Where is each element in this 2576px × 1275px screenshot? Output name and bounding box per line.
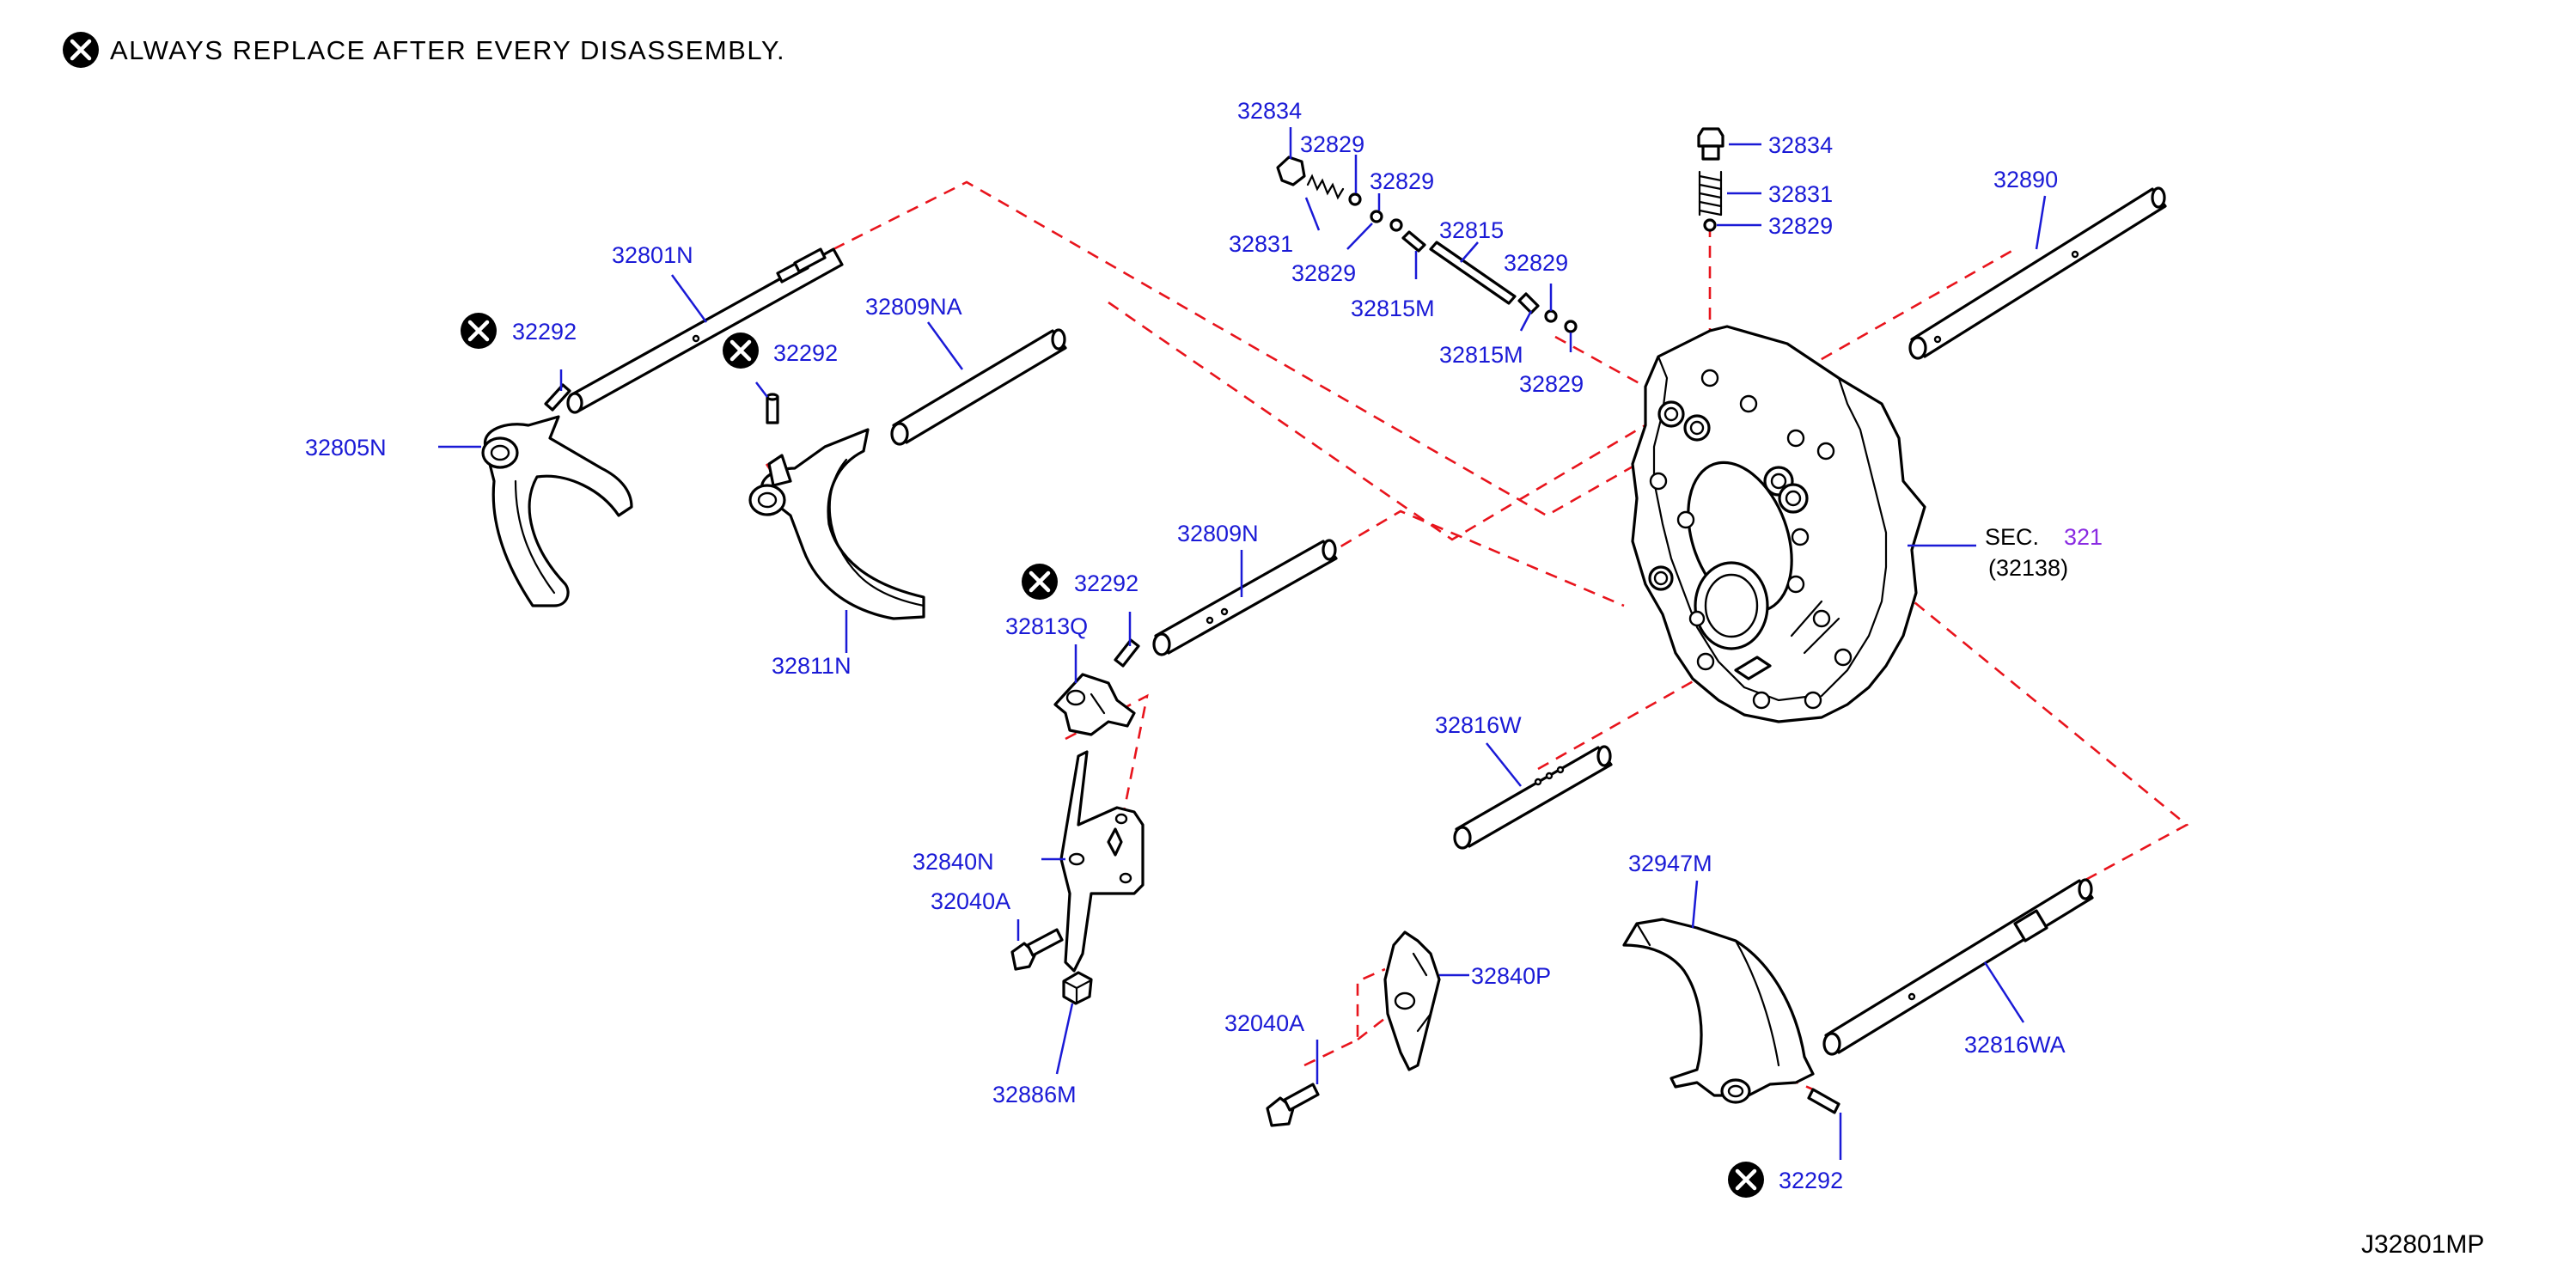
- part-32834-plug-1: [1276, 156, 1306, 186]
- label-32815M-1: 32815M: [1351, 296, 1435, 321]
- part-32831-spring-1: [1306, 174, 1345, 200]
- section-prefix: SEC.: [1985, 524, 2039, 550]
- part-32292-pin-1: [544, 383, 571, 412]
- label-32811N: 32811N: [772, 653, 852, 679]
- part-32805N-fork: [481, 415, 633, 607]
- label-32040A-1: 32040A: [931, 888, 1010, 914]
- part-32890-rod: [1908, 186, 2167, 360]
- label-32040A-2: 32040A: [1224, 1010, 1304, 1036]
- replace-icon: [1728, 1162, 1764, 1198]
- section-number-link[interactable]: 321: [2064, 524, 2103, 550]
- part-housing-32138: [1631, 325, 1926, 723]
- part-32840P-lever: [1383, 930, 1441, 1071]
- label-32829-4: 32829: [1504, 250, 1568, 276]
- part-32886M-block: [1062, 971, 1093, 1005]
- notice-text: ALWAYS REPLACE AFTER EVERY DISASSEMBLY.: [110, 35, 785, 65]
- leader-lines: [438, 127, 2047, 1160]
- part-32809N-rod: [1152, 539, 1338, 656]
- label-32834-2: 32834: [1768, 132, 1833, 158]
- label-32815M-2: 32815M: [1439, 342, 1523, 368]
- part-32840N-lever: [1059, 750, 1145, 973]
- part-32815-pin: [1429, 241, 1517, 305]
- label-32813Q: 32813Q: [1005, 613, 1088, 639]
- label-32831-1: 32831: [1229, 231, 1293, 257]
- part-32829-ball-4: [1544, 309, 1558, 323]
- part-32816WA-rod: [1822, 878, 2094, 1056]
- label-32834-1: 32834: [1237, 98, 1302, 124]
- part-32829-ball-6: [1703, 218, 1717, 232]
- label-32809N: 32809N: [1177, 521, 1259, 546]
- label-32829-5: 32829: [1519, 371, 1584, 397]
- part-32829-ball-3: [1389, 218, 1403, 232]
- label-32809NA: 32809NA: [865, 294, 962, 320]
- part-32829-ball-2: [1370, 210, 1383, 223]
- part-32829-ball-5: [1564, 320, 1578, 333]
- replace-icon: [723, 332, 759, 369]
- part-32811N-fork: [748, 428, 925, 620]
- label-32829-6: 32829: [1768, 213, 1833, 239]
- diagram-code: J32801MP: [2361, 1230, 2484, 1259]
- label-32840P: 32840P: [1471, 963, 1551, 989]
- section-reference: SEC. 321 (32138): [1985, 524, 2103, 581]
- part-labels: 32834 32829 32829 32831 32829 32815 3281…: [305, 98, 2066, 1193]
- replace-icon: [1022, 564, 1058, 600]
- label-32829-3: 32829: [1291, 260, 1356, 286]
- section-part-number: (32138): [1988, 555, 2068, 581]
- label-32831-2: 32831: [1768, 181, 1833, 207]
- label-32805N: 32805N: [305, 435, 387, 461]
- part-32040A-bolt-1: [1010, 928, 1064, 971]
- part-32815M-pin-2: [1517, 292, 1540, 314]
- part-32292-pin-3: [1114, 638, 1140, 668]
- part-32831-spring-2: [1698, 170, 1723, 217]
- part-32834-plug-2: [1697, 127, 1724, 161]
- replace-after-disassembly-icon: [63, 32, 99, 68]
- label-32292-4: 32292: [1779, 1168, 1843, 1193]
- label-32292-2: 32292: [773, 340, 838, 366]
- part-32809NA-rod: [890, 328, 1067, 446]
- label-32801N: 32801N: [612, 242, 693, 268]
- label-32292-3: 32292: [1074, 570, 1138, 596]
- part-32829-ball-1: [1348, 192, 1362, 206]
- label-32815: 32815: [1439, 217, 1504, 243]
- label-32829-1: 32829: [1300, 131, 1364, 157]
- label-32840N: 32840N: [913, 849, 994, 875]
- label-32816WA: 32816WA: [1964, 1032, 2066, 1058]
- label-32829-2: 32829: [1370, 168, 1434, 194]
- part-32947M-fork: [1622, 918, 1815, 1104]
- part-32816W-rod: [1453, 745, 1613, 850]
- part-32813Q-bracket: [1053, 673, 1136, 736]
- part-32801N-rod: [566, 247, 844, 414]
- label-32947M: 32947M: [1628, 851, 1712, 876]
- label-32886M: 32886M: [992, 1082, 1077, 1107]
- replace-icon: [461, 313, 497, 349]
- part-32040A-bolt-2: [1266, 1083, 1320, 1127]
- label-32816W: 32816W: [1435, 712, 1522, 738]
- part-32815M-pin-1: [1401, 230, 1426, 253]
- notice: ALWAYS REPLACE AFTER EVERY DISASSEMBLY.: [63, 32, 785, 68]
- part-32292-pin-4: [1807, 1088, 1840, 1114]
- label-32890: 32890: [1993, 167, 2058, 192]
- replace-markers: [461, 313, 1764, 1198]
- label-32292-1: 32292: [512, 319, 577, 345]
- part-32292-pin-2: [766, 393, 779, 424]
